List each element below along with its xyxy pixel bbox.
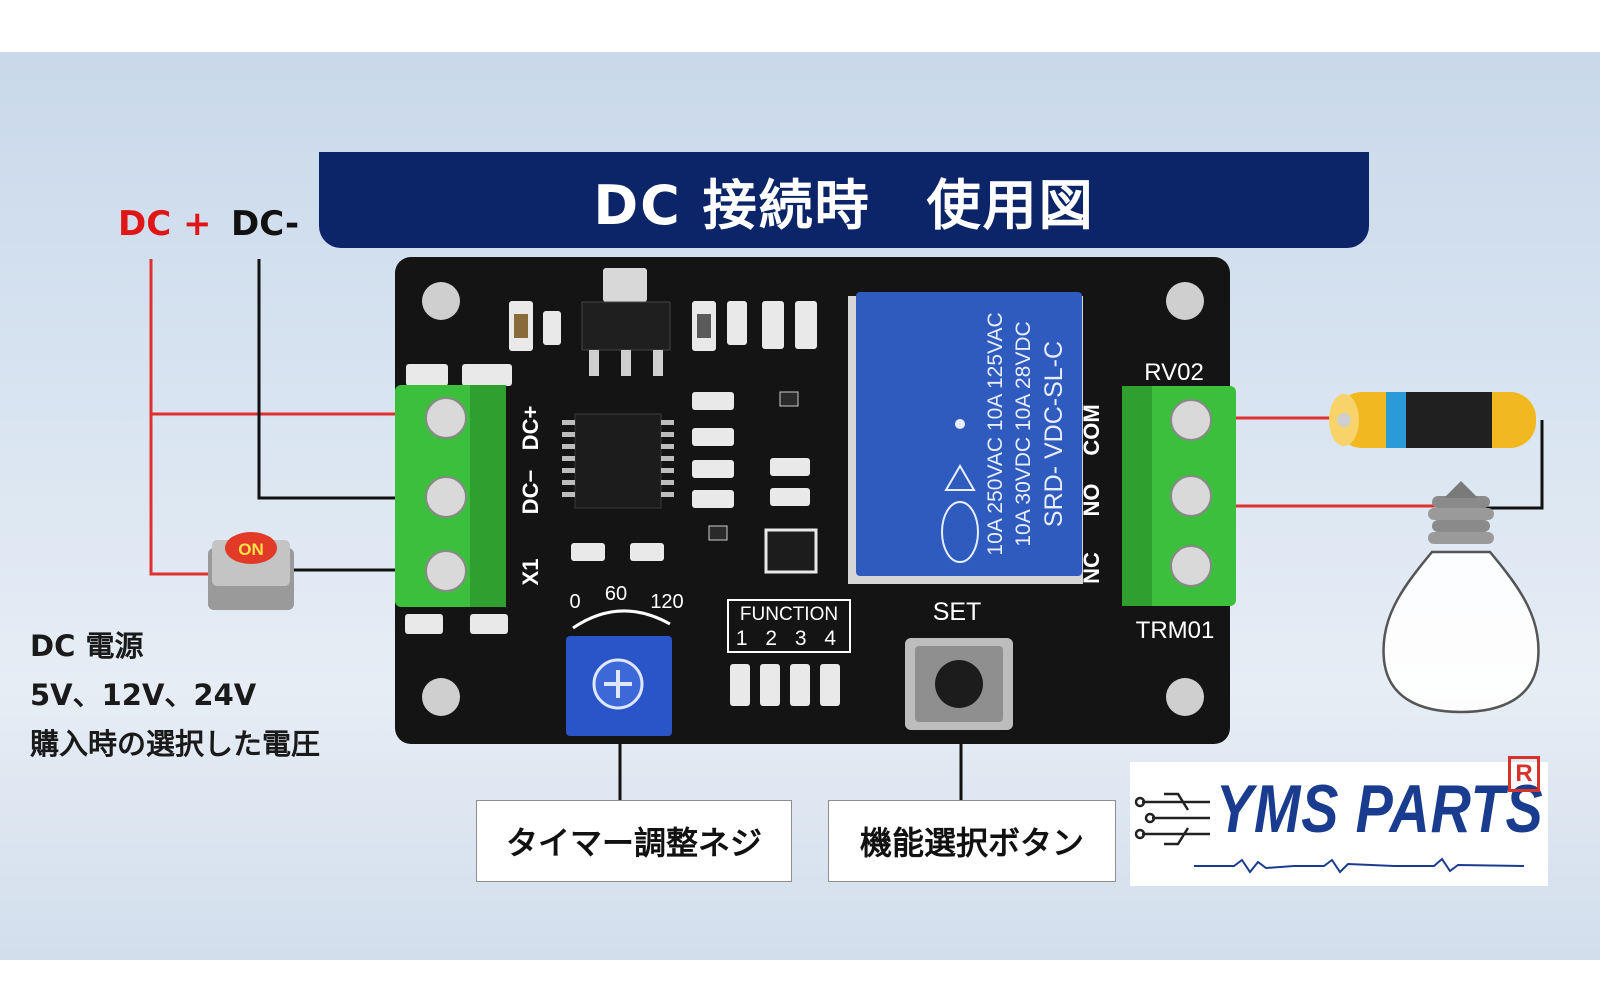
timer-scale-0: 0 — [569, 591, 580, 613]
circuit-logo-icon — [1134, 792, 1210, 846]
dc-minus-pin-label: DC− — [518, 470, 543, 515]
relay-rating-line1: 10A 250VAC 10A 125VAC — [984, 312, 1007, 555]
power-supply-title: DC 電源 — [30, 629, 144, 663]
light-bulb-icon — [1382, 481, 1540, 714]
timer-relay-board: DC+ DC− X1 10A 250VAC 10A 125VAC 10A 30V… — [395, 257, 1236, 744]
mounting-hole — [1166, 678, 1204, 716]
set-label: SET — [933, 598, 982, 626]
trm01-label: TRM01 — [1136, 617, 1215, 644]
input-terminal-block — [395, 385, 506, 607]
registered-mark: R — [1508, 756, 1540, 792]
mounting-hole — [422, 282, 460, 320]
timer-adjust-callout: タイマー調整ネジ — [476, 800, 792, 882]
no-pin-label: NO — [1079, 484, 1104, 517]
function-label: FUNCTION — [740, 604, 838, 625]
mounting-hole — [1166, 282, 1204, 320]
brand-logo: YMS PARTS R — [1130, 756, 1548, 886]
warning-triangle-icon — [944, 464, 976, 491]
timer-scale-60: 60 — [605, 583, 627, 605]
dc-plus-pin-label: DC+ — [518, 406, 543, 451]
battery-icon — [1329, 392, 1536, 448]
relay-rating-line2: 10A 30VDC 10A 28VDC — [1012, 321, 1035, 546]
relay: 10A 250VAC 10A 125VAC 10A 30VDC 10A 28VD… — [848, 292, 1083, 584]
title-bar: DC 接続時 使用図 — [319, 152, 1369, 248]
x1-pin-label: X1 — [518, 559, 543, 586]
logo-underline-wave — [1194, 857, 1524, 874]
mounting-hole — [422, 678, 460, 716]
power-supply-voltages: 5V、12V、24V — [30, 678, 257, 712]
dc-plus-label: DC + — [118, 204, 212, 244]
dc-plus-wire — [149, 259, 442, 576]
timer-potentiometer: 0 60 120 — [566, 583, 684, 736]
battery-to-bulb-wire — [1466, 420, 1544, 510]
timer-scale-120: 120 — [650, 591, 683, 613]
function-numbers: 1 2 3 4 — [736, 627, 842, 650]
nc-pin-label: NC — [1079, 552, 1104, 584]
set-button: SET — [905, 598, 1013, 730]
power-supply-note: 購入時の選択した電圧 — [30, 727, 321, 761]
page-title: DC 接続時 使用図 — [593, 173, 1095, 237]
relay-terminal-block — [1122, 386, 1236, 606]
power-supply-info: DC 電源 5V、12V、24V 購入時の選択した電圧 — [30, 622, 320, 769]
dc-minus-label: DC- — [231, 204, 300, 244]
brand-name: YMS PARTS — [1216, 771, 1544, 847]
on-switch: ON — [208, 532, 294, 610]
relay-model: SRD- VDC-SL-C — [1040, 341, 1068, 527]
function-select-callout: 機能選択ボタン — [828, 800, 1116, 882]
cqc-mark-icon — [941, 501, 979, 563]
switch-label: ON — [238, 540, 264, 559]
com-pin-label: COM — [1079, 404, 1104, 455]
rv02-label: RV02 — [1144, 359, 1204, 386]
dc-minus-wire — [257, 259, 442, 500]
